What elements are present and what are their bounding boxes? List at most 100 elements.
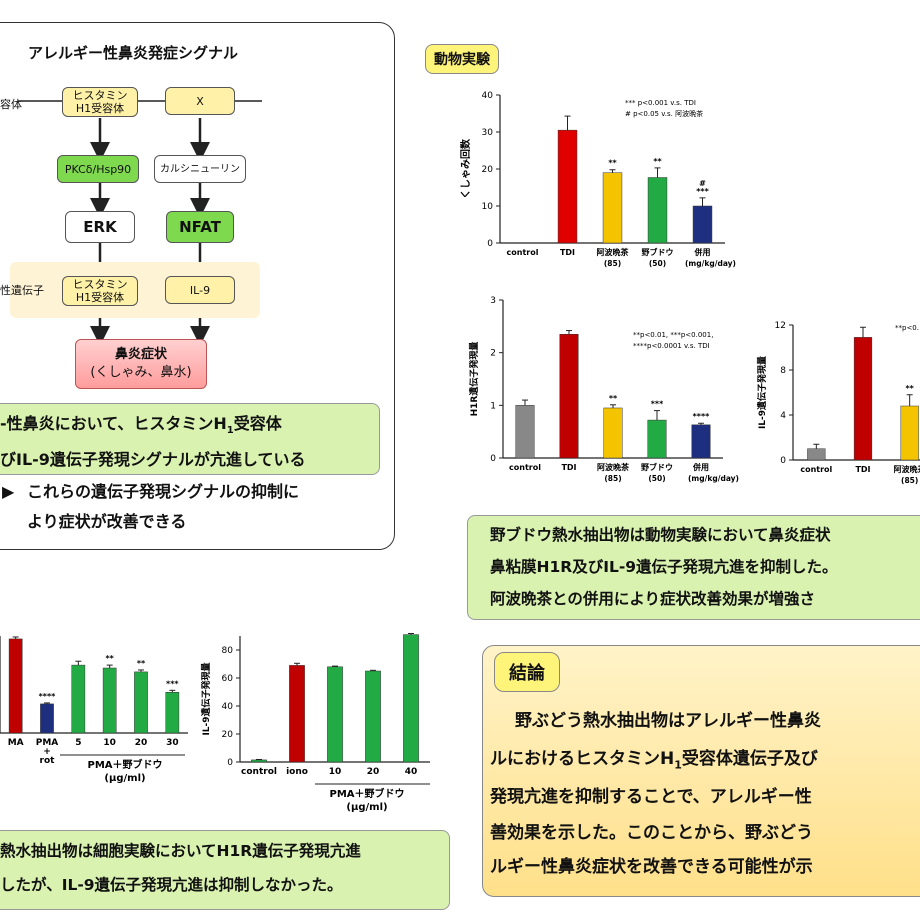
category-label: 20 xyxy=(367,767,380,777)
category-sub-label: (85) xyxy=(604,474,621,483)
bar xyxy=(365,670,381,763)
category-label: 40 xyxy=(405,767,418,777)
signal-connectors xyxy=(18,100,262,346)
significance-legend: ****p<0.0001 v.s. TDI xyxy=(633,342,710,350)
y-axis-label: IL-9遺伝子発現量 xyxy=(200,662,212,735)
signal-panel-title: アレルギー性鼻炎発症シグナル xyxy=(28,44,239,62)
node-pkc-hsp90: PKCδ/Hsp90 xyxy=(57,155,139,183)
bar xyxy=(71,664,86,734)
signal-summary-line2: びIL-9遺伝子発現シグナルが亢進している xyxy=(0,450,306,469)
significance-label: ** xyxy=(137,659,146,668)
significance-label: #*** xyxy=(696,179,709,196)
conclusion-arrow-icon: ▶ xyxy=(2,482,15,501)
signal-summary-line3: これらの遺伝子発現シグナルの抑制に xyxy=(27,482,300,501)
signal-summary-line4: より症状が改善できる xyxy=(27,512,187,531)
bar xyxy=(603,407,623,459)
y-axis-label: IL-9遺伝子発現量 xyxy=(756,356,768,429)
conclusion-line5: ルギー性鼻炎症状を改善できる可能性が示 xyxy=(490,857,813,877)
significance-label: *** xyxy=(166,679,179,688)
row-label-gene: 性遺伝子 xyxy=(0,284,44,297)
category-label: TDI xyxy=(560,248,575,257)
y-tick-label: 0 xyxy=(780,456,786,466)
y-tick-label: 8 xyxy=(780,366,786,376)
y-axis-label: くしゃみ回数 xyxy=(459,138,472,199)
bar xyxy=(165,692,180,734)
group-unit: (μg/ml) xyxy=(346,802,387,813)
y-tick-label: 60 xyxy=(222,674,234,684)
bar xyxy=(691,424,711,459)
animal-summary-line1: 野ブドウ熱水抽出物は動物実験において鼻炎症状 xyxy=(490,526,831,544)
bar xyxy=(900,405,919,461)
bar xyxy=(515,405,535,459)
cell-summary-line2: したが、IL-9遺伝子発現亢進は抑制しなかった。 xyxy=(0,876,343,894)
significance-label: ** xyxy=(905,384,914,393)
bar xyxy=(559,333,579,459)
y-tick-label: 40 xyxy=(482,91,494,101)
significance-label: *** xyxy=(651,400,664,409)
conclusion-line2: ルにおけるヒスタミンH1受容体遺伝子及び xyxy=(490,749,818,772)
node-calcineurin: カルシニューリン xyxy=(154,155,246,183)
cell-summary-box xyxy=(0,830,450,910)
conclusion-label: 結論 xyxy=(494,652,560,692)
signal-summary-line1: -性鼻炎において、ヒスタミンH1受容体 xyxy=(0,414,282,437)
bar xyxy=(327,666,343,763)
group-label: PMA＋野ブドウ xyxy=(87,758,162,771)
y-tick-label: 0 xyxy=(487,239,493,249)
group-unit: (μg/ml) xyxy=(104,773,145,784)
significance-label: ** xyxy=(608,159,617,168)
node-histamine-h1-receptor: ヒスタミン H1受容体 xyxy=(62,87,138,117)
bar xyxy=(692,205,713,244)
unit-note: (mg/kg/day) xyxy=(685,259,736,268)
y-tick-label: 40 xyxy=(222,702,234,712)
category-label: control xyxy=(507,248,539,257)
y-axis-label: H1R遺伝子発現量 xyxy=(468,342,480,417)
bar xyxy=(807,448,826,461)
bar xyxy=(602,172,623,244)
category-label: 30 xyxy=(166,738,179,748)
significance-label: ** xyxy=(105,654,114,663)
category-label: MA xyxy=(8,738,24,748)
y-tick-label: 0 xyxy=(490,454,496,464)
row-label-receptor: 容体 xyxy=(0,98,22,111)
category-label: 10 xyxy=(329,767,342,777)
category-label: 阿波晩茶 xyxy=(597,247,630,257)
node-il9: IL-9 xyxy=(165,276,235,304)
bar xyxy=(403,634,419,763)
y-tick-label: 12 xyxy=(775,321,786,331)
y-tick-label: 3 xyxy=(490,296,496,306)
category-label: 阿波晩茶 xyxy=(597,462,630,472)
bar xyxy=(134,671,148,734)
y-tick-label: 4 xyxy=(780,411,786,421)
animal-summary-line2: 鼻粘膜H1R及びIL-9遺伝子発現亢進を抑制した。 xyxy=(490,558,838,576)
bar xyxy=(853,337,873,461)
category-label: 併用 xyxy=(694,247,711,257)
bar xyxy=(251,759,267,763)
animal-summary-box xyxy=(467,515,920,620)
bar xyxy=(102,667,117,734)
animal-summary-line3: 阿波晩茶との併用により症状改善効果が増強さ xyxy=(490,590,816,608)
animal-experiment-tag: 動物実験 xyxy=(425,44,499,74)
category-label: 野ブドウ xyxy=(641,462,673,472)
significance-label: **** xyxy=(693,412,711,421)
y-tick-label: 20 xyxy=(482,165,494,175)
bar xyxy=(8,638,23,734)
bar xyxy=(557,129,578,244)
cell-summary-line1: 熱水抽出物は細胞実験においてH1R遺伝子発現亢進 xyxy=(0,842,361,860)
significance-legend: **p<0.01, ***p<0.001, xyxy=(633,331,713,339)
node-histamine-h1-gene: ヒスタミン H1受容体 xyxy=(62,276,138,306)
category-label: 阿波晩茶 xyxy=(894,464,920,474)
y-tick-label: 80 xyxy=(222,646,234,656)
signal-summary-box xyxy=(0,403,380,475)
node-symptom: 鼻炎症状 (くしゃみ、鼻水) xyxy=(75,339,207,389)
category-label: TDI xyxy=(855,465,870,474)
node-x: X xyxy=(165,87,235,115)
category-label: control xyxy=(241,767,277,777)
group-label: PMA＋野ブドウ xyxy=(329,787,404,800)
y-tick-label: 2 xyxy=(490,349,496,359)
category-label: 併用 xyxy=(692,462,709,472)
category-label: 5 xyxy=(75,738,81,748)
node-erk: ERK xyxy=(65,211,135,243)
y-tick-label: 30 xyxy=(482,128,494,138)
significance-label: ** xyxy=(609,394,618,403)
significance-label: **** xyxy=(39,692,57,701)
